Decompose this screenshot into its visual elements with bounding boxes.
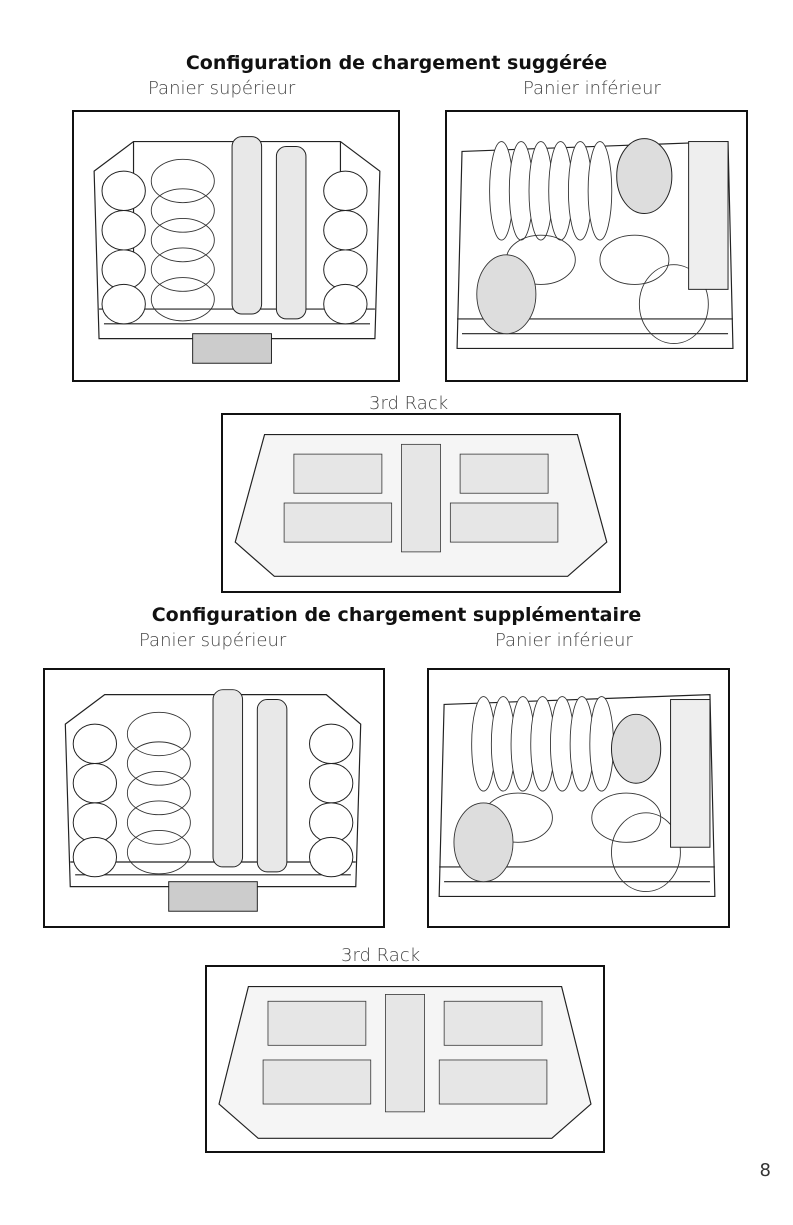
third-rack-illustration [221, 413, 621, 593]
lower-rack-drawing [447, 112, 746, 380]
upper-rack-label: Panier supérieur [148, 78, 295, 99]
upper-rack-drawing-additional [45, 670, 383, 926]
lower-rack-drawing-additional [429, 670, 728, 926]
upper-rack-drawing [74, 112, 398, 380]
lower-rack-illustration-additional [427, 668, 730, 928]
upper-rack-illustration-additional [43, 668, 385, 928]
suggested-loading-title: Configuration de chargement suggérée [0, 52, 793, 74]
third-rack-drawing [223, 415, 619, 591]
third-rack-label: 3rd Rack [369, 393, 448, 414]
upper-rack-label-additional: Panier supérieur [139, 630, 286, 651]
third-rack-label-additional: 3rd Rack [341, 945, 420, 966]
lower-rack-label-additional: Panier inférieur [495, 630, 633, 651]
lower-rack-label: Panier inférieur [523, 78, 661, 99]
third-rack-illustration-additional [205, 965, 605, 1153]
upper-rack-illustration [72, 110, 400, 382]
lower-rack-illustration [445, 110, 748, 382]
third-rack-drawing-additional [207, 967, 603, 1151]
page-number: 8 [760, 1160, 771, 1181]
additional-loading-title: Configuration de chargement supplémentai… [0, 604, 793, 626]
